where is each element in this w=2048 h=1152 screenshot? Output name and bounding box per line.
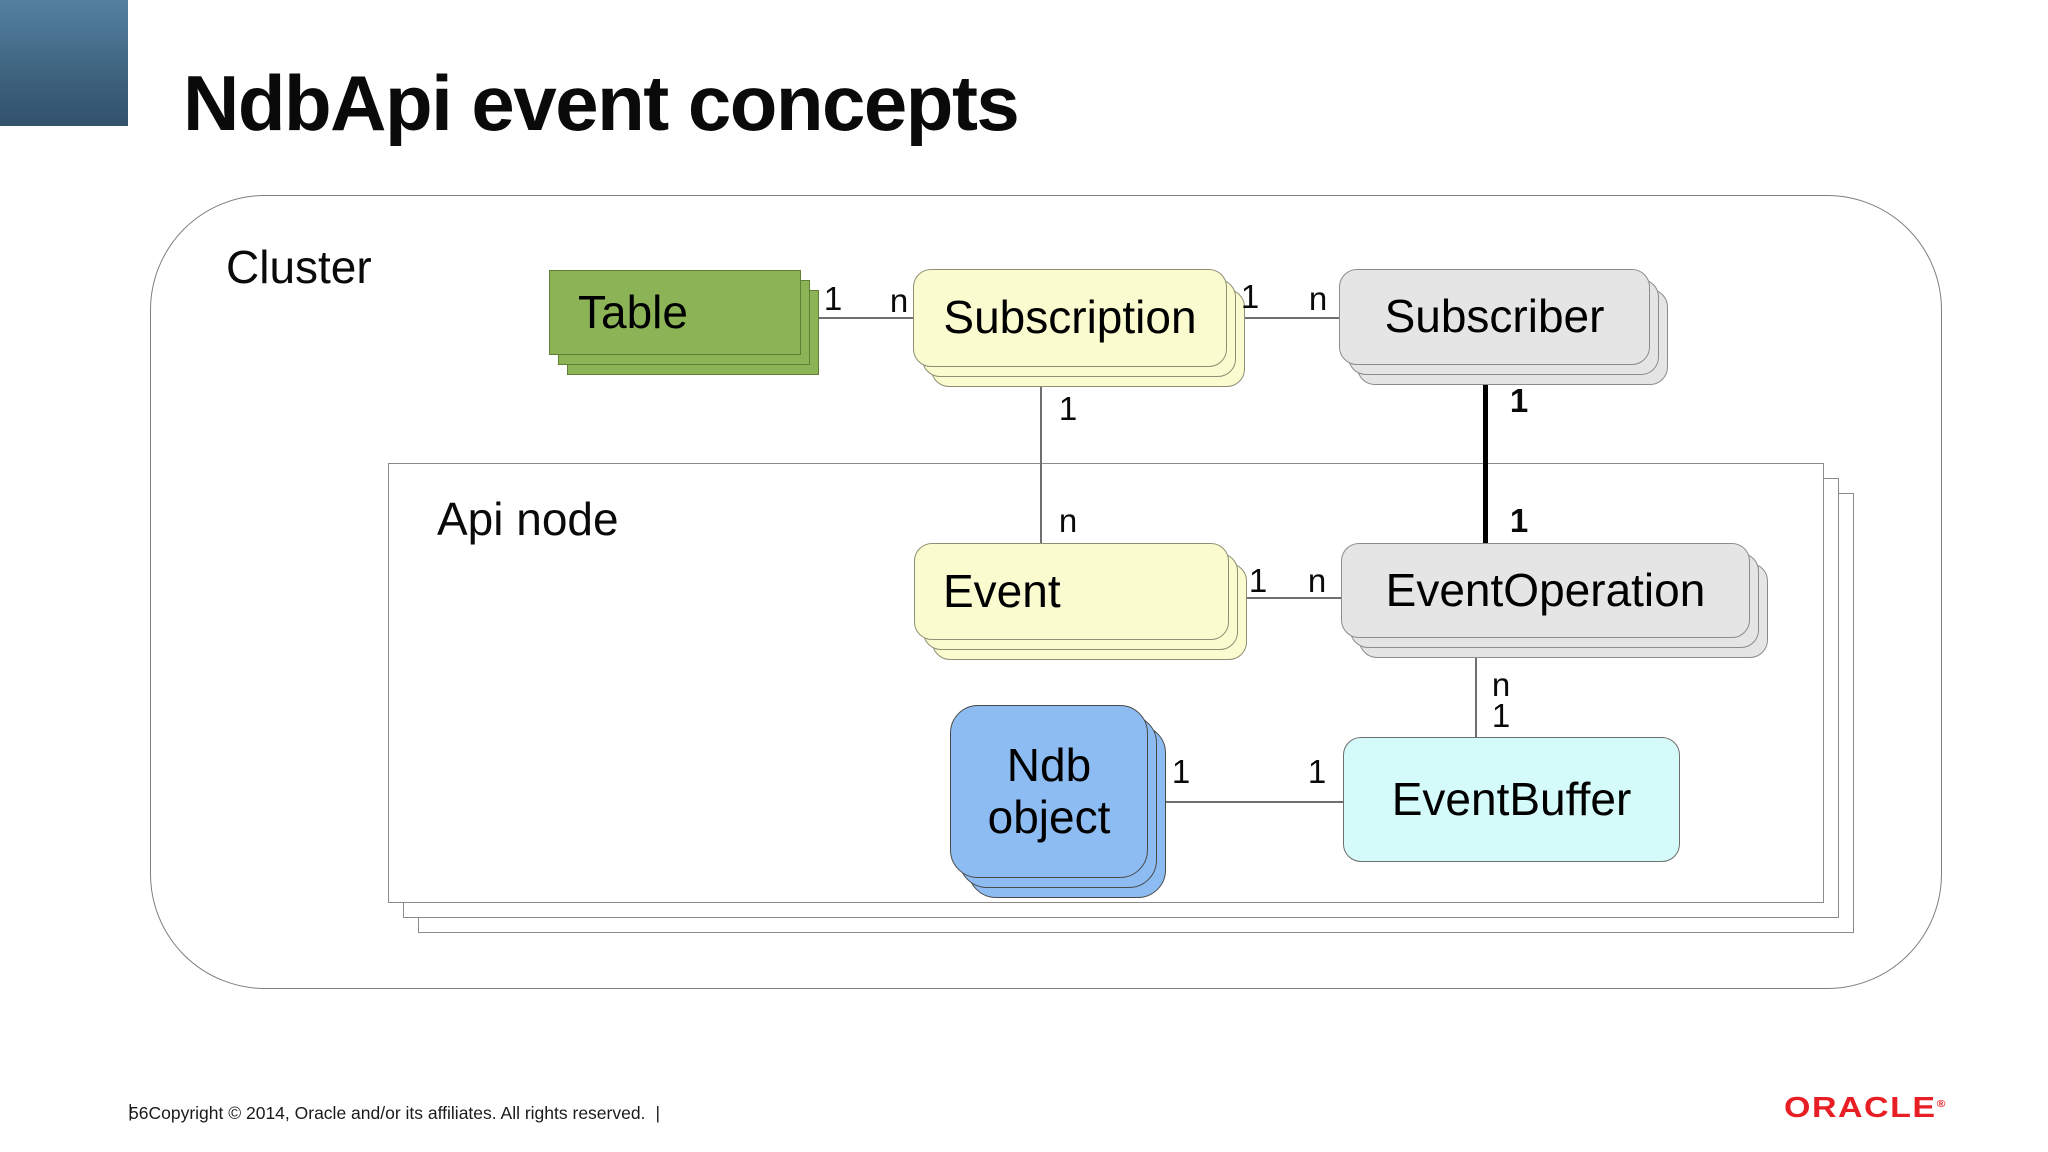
edge-subscription-subscriber bbox=[1227, 317, 1341, 319]
copyright-text: Copyright © 2014, Oracle and/or its affi… bbox=[148, 1103, 646, 1123]
edge-event-eventoperation bbox=[1229, 597, 1343, 599]
mult-table-1: 1 bbox=[823, 280, 843, 317]
edge-eventoperation-eventbuffer bbox=[1475, 637, 1477, 738]
mult-subscriber-eventoperation-1-bottom: 1 bbox=[1509, 502, 1529, 539]
node-subscription: Subscription bbox=[913, 269, 1245, 387]
mult-event-1: 1 bbox=[1248, 562, 1268, 599]
edge-ndbobject-eventbuffer bbox=[1150, 801, 1344, 803]
page-number: 56 bbox=[129, 1103, 149, 1123]
mult-subscriber-n: n bbox=[1308, 280, 1328, 317]
mult-eventoperation-eventbuffer-n: n bbox=[1491, 666, 1511, 703]
mult-subscription-n: n bbox=[889, 282, 909, 319]
node-table-label: Table bbox=[549, 270, 801, 355]
page-title: NdbApi event concepts bbox=[183, 59, 1020, 147]
mult-subscription-event-n: n bbox=[1058, 502, 1078, 539]
registered-mark-icon: ® bbox=[1936, 1097, 1946, 1110]
cluster-label: Cluster bbox=[226, 241, 372, 293]
footer-bar-icon: | bbox=[128, 1101, 133, 1121]
edge-subscriber-eventoperation bbox=[1483, 364, 1488, 544]
oracle-logo-text: ORACLE bbox=[1784, 1092, 1937, 1124]
footer: |56Copyright © 2014, Oracle and/or its a… bbox=[128, 1101, 660, 1124]
node-table: Table bbox=[549, 270, 819, 375]
node-eventbuffer: EventBuffer bbox=[1343, 737, 1680, 862]
node-eventoperation-label: EventOperation bbox=[1341, 543, 1750, 638]
edge-table-subscription bbox=[798, 317, 916, 319]
node-subscription-label: Subscription bbox=[913, 269, 1227, 367]
mult-subscription-event-1: 1 bbox=[1058, 390, 1078, 427]
mult-eventbuffer-1: 1 bbox=[1307, 753, 1327, 790]
node-event-label: Event bbox=[914, 543, 1229, 640]
node-subscriber: Subscriber bbox=[1339, 269, 1668, 385]
node-ndb-object: Ndb object bbox=[950, 705, 1166, 898]
accent-square bbox=[0, 0, 128, 126]
oracle-logo: ORACLE® bbox=[1784, 1092, 1945, 1125]
mult-subscription-1: 1 bbox=[1240, 278, 1260, 315]
node-event: Event bbox=[914, 543, 1247, 660]
mult-eventoperation-eventbuffer-1: 1 bbox=[1491, 697, 1511, 734]
node-eventoperation: EventOperation bbox=[1341, 543, 1768, 658]
footer-separator: | bbox=[655, 1103, 660, 1123]
node-eventbuffer-label: EventBuffer bbox=[1343, 737, 1680, 862]
mult-eventoperation-n: n bbox=[1307, 562, 1327, 599]
node-subscriber-label: Subscriber bbox=[1339, 269, 1650, 365]
api-node-label: Api node bbox=[437, 493, 619, 545]
node-ndb-object-label: Ndb object bbox=[950, 705, 1148, 878]
mult-subscriber-eventoperation-1-top: 1 bbox=[1509, 382, 1529, 419]
edge-subscription-event bbox=[1040, 366, 1042, 544]
mult-ndb-1: 1 bbox=[1171, 753, 1191, 790]
